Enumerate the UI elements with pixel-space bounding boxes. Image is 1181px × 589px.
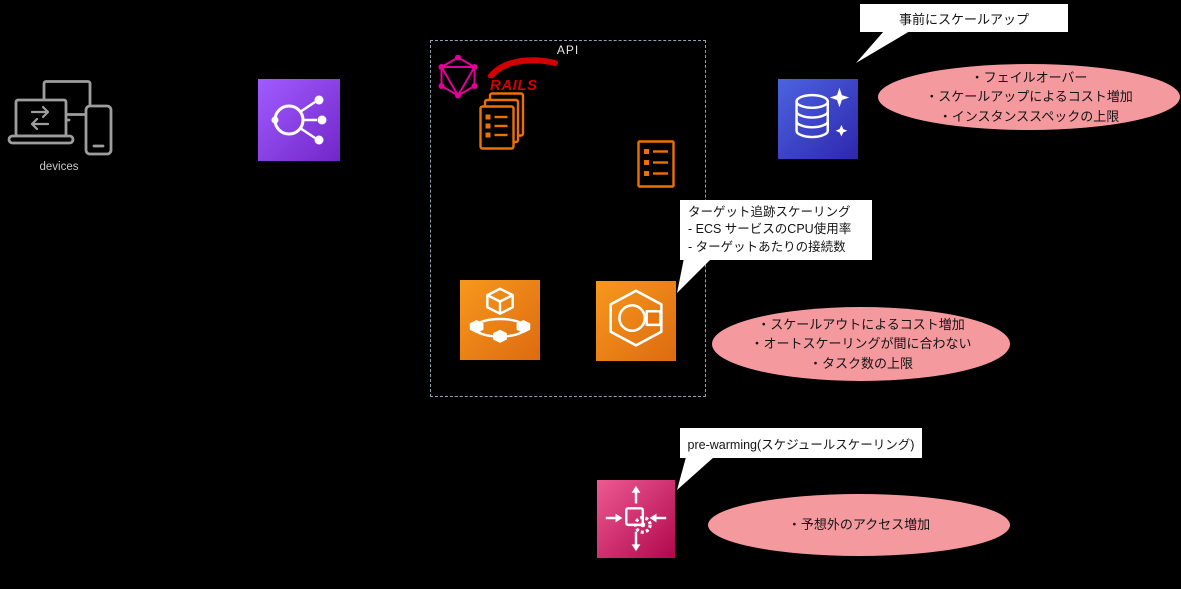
aurora-glyph <box>795 87 850 139</box>
rails-label: RAILS <box>490 77 538 94</box>
rails-icon: RAILS <box>487 56 559 94</box>
auto-scaling-icon <box>597 480 675 558</box>
issue-bubble-ecs: ・スケールアウトによるコスト増加 ・オートスケーリングが間に合わない ・タスク数… <box>712 307 1010 381</box>
documents-glyph <box>479 92 525 150</box>
fargate-glyph <box>469 287 531 343</box>
devices-glyph <box>7 80 113 156</box>
rails-swoosh-icon <box>488 57 558 78</box>
load-balancer-icon <box>258 79 340 161</box>
callout-scale-up-text: 事前にスケールアップ <box>898 11 1029 27</box>
issue-line: ・フェイルオーバー <box>970 69 1088 85</box>
ecs-icon <box>596 281 676 361</box>
issue-bubble-database: ・フェイルオーバー ・スケールアップによるコスト増加 ・インスタンススペックの上… <box>878 64 1180 130</box>
task-definition-documents-icon <box>479 92 525 155</box>
devices-icon <box>6 80 118 165</box>
callout-target-tracking-line: - ターゲットあたりの接続数 <box>688 239 846 254</box>
auto-scaling-glyph <box>605 485 667 552</box>
list-glyph <box>637 140 675 188</box>
sparkle-icon <box>835 124 848 137</box>
issue-bubble-access: ・予想外のアクセス増加 <box>708 494 1010 556</box>
issue-line: ・予想外のアクセス増加 <box>787 517 931 533</box>
sparkle-icon <box>829 87 850 108</box>
callout-pre-warming: pre-warming(スケジュールスケーリング) <box>680 428 922 458</box>
callout-target-tracking: ターゲット追跡スケーリング - ECS サービスのCPU使用率 - ターゲットあ… <box>680 200 872 260</box>
callout-target-tracking-line: ターゲット追跡スケーリング <box>688 204 851 219</box>
graphql-glyph <box>438 54 478 99</box>
callout-scale-up: 事前にスケールアップ <box>860 4 1068 32</box>
issue-line: ・スケールアップによるコスト増加 <box>925 89 1133 105</box>
aurora-database-icon <box>778 79 858 159</box>
ecs-glyph <box>609 289 663 347</box>
task-definition-icon <box>637 140 677 195</box>
issue-line: ・タスク数の上限 <box>808 355 913 371</box>
issue-line: ・インスタンススペックの上限 <box>938 108 1120 124</box>
load-balancer-glyph <box>271 95 327 145</box>
issue-line: ・オートスケーリングが間に合わない <box>750 336 972 352</box>
callout-pre-warming-text: pre-warming(スケジュールスケーリング) <box>687 437 915 452</box>
issue-line: ・スケールアウトによるコスト増加 <box>757 316 965 332</box>
graphql-icon <box>438 54 478 105</box>
callout-target-tracking-line: - ECS サービスのCPU使用率 <box>688 222 852 237</box>
api-group-label: API <box>556 43 580 57</box>
fargate-icon <box>460 280 540 360</box>
devices-label: devices <box>39 161 79 173</box>
